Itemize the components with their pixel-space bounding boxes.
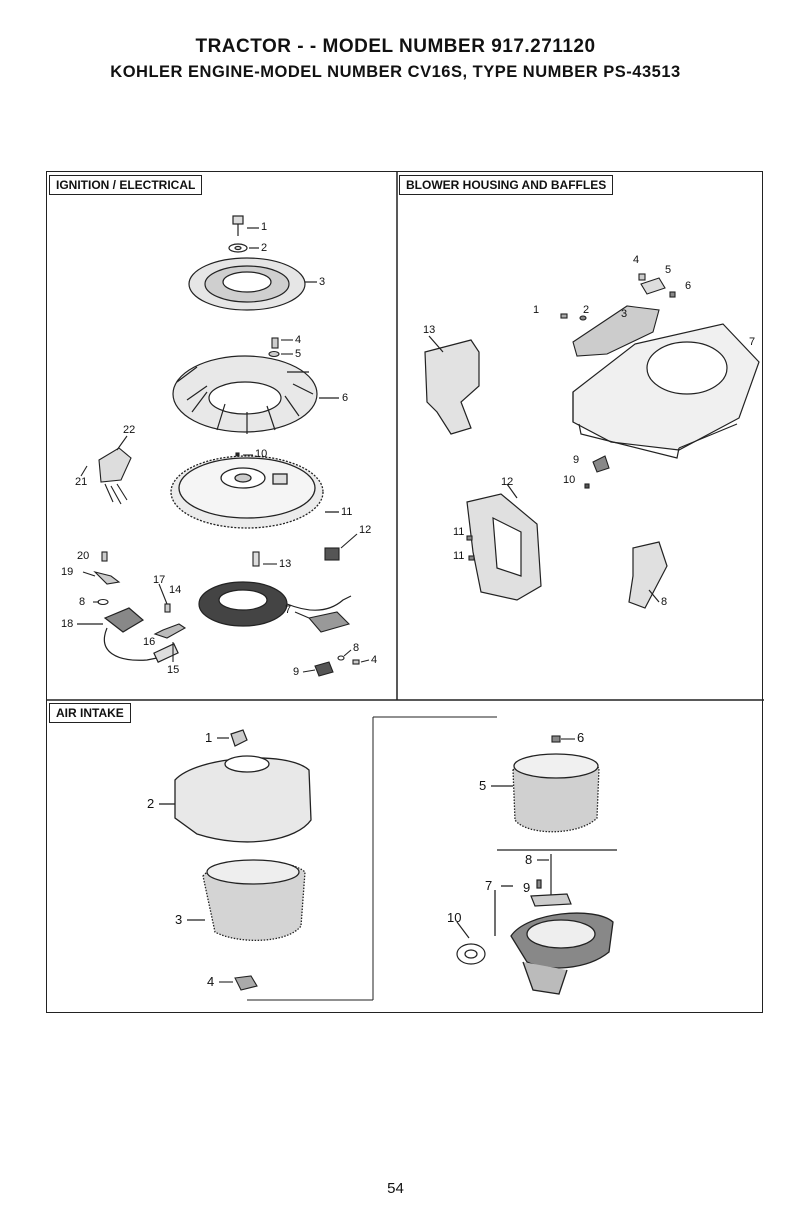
callout-label: 7	[485, 878, 492, 893]
rectifier-part	[325, 534, 357, 560]
wing-nut-part	[552, 736, 575, 742]
bolt-part	[233, 216, 259, 236]
air-intake-parts-drawing	[47, 700, 764, 1014]
callout-label: 5	[479, 778, 486, 793]
callout-label: 6	[342, 392, 348, 404]
callout-label: 5	[665, 264, 671, 276]
callout-label: 22	[123, 424, 135, 436]
precleaner-part	[187, 860, 305, 940]
callout-label: 15	[167, 664, 179, 676]
callout-label: 17	[153, 574, 165, 586]
callout-label: 8	[525, 852, 532, 867]
callout-label: 13	[423, 324, 435, 336]
callout-label: 4	[207, 974, 214, 989]
callout-label: 4	[295, 334, 301, 346]
grass-screen-part	[189, 258, 317, 310]
callout-label: 5	[295, 348, 301, 360]
screw-part	[269, 338, 293, 357]
callout-label: 14	[169, 584, 181, 596]
callout-label: 2	[261, 242, 267, 254]
page-title: TRACTOR - - MODEL NUMBER 917.271120	[0, 36, 791, 58]
diagram-frame: IGNITION / ELECTRICAL	[46, 171, 763, 1013]
callout-label: 3	[621, 308, 627, 320]
callout-label: 21	[75, 476, 87, 488]
callout-label: 3	[319, 276, 325, 288]
air-cleaner-cover-part	[159, 756, 311, 842]
callout-label: 10	[255, 448, 267, 460]
callout-label: 1	[261, 221, 267, 233]
stud-part	[531, 854, 571, 906]
callout-label: 18	[61, 618, 73, 630]
blower-panel: BLOWER HOUSING AND BAFFLES	[397, 172, 764, 700]
callout-label: 2	[147, 796, 154, 811]
cover-knob-part	[217, 730, 247, 746]
callout-label: 12	[501, 476, 513, 488]
retainer-clip-part	[219, 976, 257, 990]
blower-parts-drawing	[397, 172, 764, 700]
page-subtitle: KOHLER ENGINE-MODEL NUMBER CV16S, TYPE N…	[0, 63, 791, 82]
filter-element-part	[491, 754, 617, 850]
rear-baffle-part	[467, 484, 541, 600]
callout-label: 9	[523, 880, 530, 895]
callout-label: 1	[533, 304, 539, 316]
gasket-part	[457, 922, 485, 964]
callout-label: 2	[583, 304, 589, 316]
callout-label: 3	[175, 912, 182, 927]
callout-label: 11	[341, 506, 352, 518]
callout-label: 4	[371, 654, 377, 666]
side-baffle-part	[425, 336, 479, 434]
clip-part	[585, 456, 609, 488]
ignition-module-part	[81, 436, 131, 504]
ignition-panel: IGNITION / ELECTRICAL	[47, 172, 397, 700]
callout-label: 10	[447, 910, 461, 925]
callout-label: 11	[453, 526, 464, 538]
spacer-part	[93, 600, 108, 605]
callout-label: 20	[77, 550, 89, 562]
air-intake-panel: AIR INTAKE	[47, 700, 764, 1014]
callout-label: 16	[143, 636, 155, 648]
callout-label: 13	[279, 558, 291, 570]
callout-label: 10	[563, 474, 575, 486]
callout-label: 6	[577, 730, 584, 745]
callout-label: 7	[285, 604, 291, 616]
page-number: 54	[0, 1180, 791, 1197]
callout-label: 7	[749, 336, 755, 348]
washer-part	[229, 244, 259, 252]
callout-label: 11	[453, 550, 464, 562]
callout-label: 9	[293, 666, 299, 678]
cooling-fan-part	[173, 356, 339, 434]
callout-label: 19	[61, 566, 73, 578]
flywheel-part	[171, 456, 339, 528]
callout-label: 12	[359, 524, 371, 536]
callout-label: 8	[79, 596, 85, 608]
regulator-part	[295, 612, 349, 632]
callout-label: 1	[205, 730, 212, 745]
callout-label: 6	[685, 280, 691, 292]
callout-label: 9	[573, 454, 579, 466]
ignition-parts-drawing	[47, 172, 397, 700]
stator-bolt-part	[253, 552, 277, 566]
callout-label: 8	[353, 642, 359, 654]
callout-label: 4	[633, 254, 639, 266]
callout-label: 8	[661, 596, 667, 608]
